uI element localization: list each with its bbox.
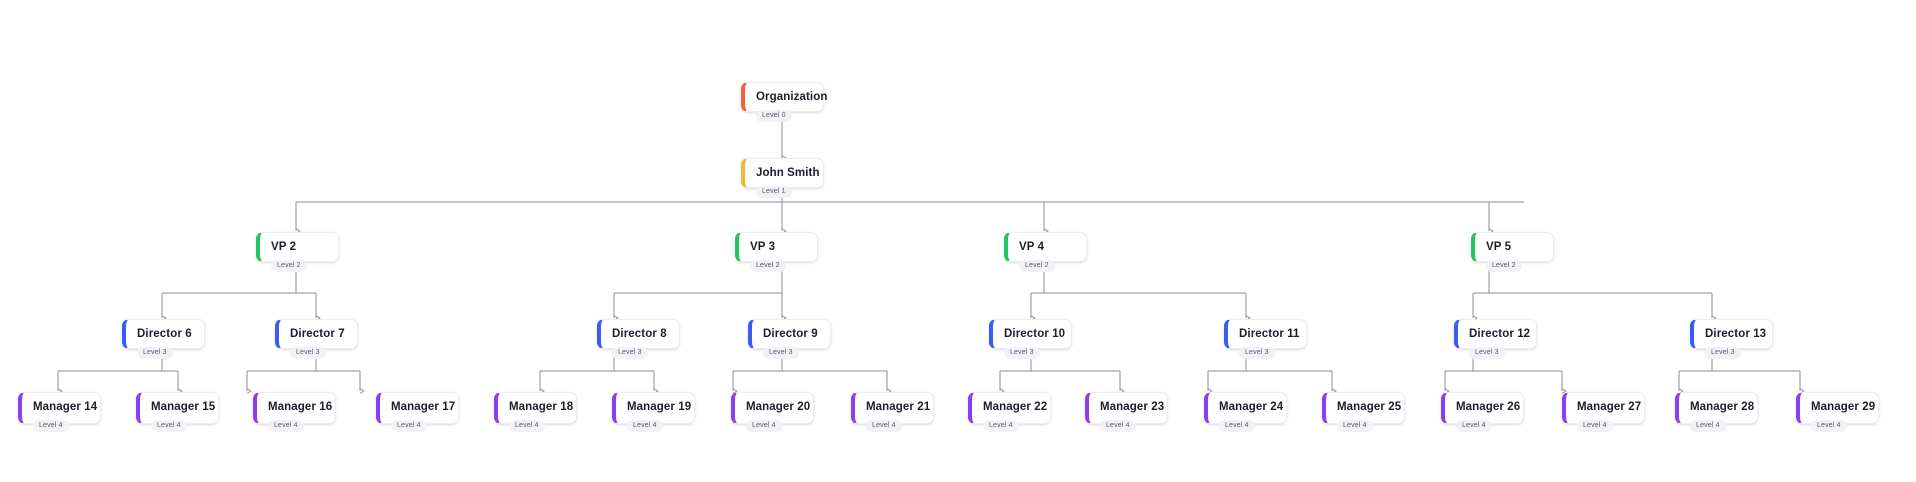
node-title: Manager 16 bbox=[268, 401, 333, 413]
org-node-manager-25[interactable]: Manager 25 Level 4 bbox=[1322, 392, 1405, 432]
node-level-badge: Level 2 bbox=[750, 260, 786, 272]
org-node-manager-15[interactable]: Manager 15 Level 4 bbox=[136, 392, 219, 432]
node-level-badge: Level 3 bbox=[1705, 347, 1741, 359]
node-title: Director 6 bbox=[137, 328, 192, 340]
node-title: Manager 25 bbox=[1337, 401, 1402, 413]
node-title: Director 9 bbox=[763, 328, 818, 340]
node-title: Organization bbox=[756, 91, 828, 103]
node-level-badge: Level 4 bbox=[983, 420, 1019, 432]
node-level-badge: Level 1 bbox=[756, 186, 792, 198]
org-node-manager-22[interactable]: Manager 22 Level 4 bbox=[968, 392, 1051, 432]
node-title: Manager 19 bbox=[627, 401, 692, 413]
node-level-badge: Level 4 bbox=[1337, 420, 1373, 432]
node-level-badge: Level 4 bbox=[391, 420, 427, 432]
node-title: Manager 26 bbox=[1456, 401, 1521, 413]
org-node-director-13[interactable]: Director 13 Level 3 bbox=[1690, 319, 1773, 359]
node-level-badge: Level 4 bbox=[268, 420, 304, 432]
node-level-badge: Level 4 bbox=[1690, 420, 1726, 432]
org-node-director-12[interactable]: Director 12 Level 3 bbox=[1454, 319, 1537, 359]
node-level-badge: Level 4 bbox=[33, 420, 69, 432]
node-title: VP 5 bbox=[1486, 241, 1512, 253]
node-level-badge: Level 4 bbox=[866, 420, 902, 432]
node-title: Manager 29 bbox=[1811, 401, 1876, 413]
node-title: Manager 18 bbox=[509, 401, 574, 413]
node-title: Director 12 bbox=[1469, 328, 1531, 340]
node-level-badge: Level 3 bbox=[612, 347, 648, 359]
org-node-manager-26[interactable]: Manager 26 Level 4 bbox=[1441, 392, 1524, 432]
org-node-manager-16[interactable]: Manager 16 Level 4 bbox=[253, 392, 336, 432]
node-level-badge: Level 4 bbox=[1219, 420, 1255, 432]
org-node-vp2[interactable]: VP 2 Level 2 bbox=[256, 232, 339, 272]
node-level-badge: Level 4 bbox=[627, 420, 663, 432]
node-level-badge: Level 4 bbox=[1811, 420, 1847, 432]
org-node-manager-23[interactable]: Manager 23 Level 4 bbox=[1085, 392, 1168, 432]
node-title: VP 3 bbox=[750, 241, 776, 253]
node-title: Director 8 bbox=[612, 328, 667, 340]
org-node-manager-14[interactable]: Manager 14 Level 4 bbox=[18, 392, 101, 432]
node-level-badge: Level 4 bbox=[1100, 420, 1136, 432]
node-title: VP 4 bbox=[1019, 241, 1045, 253]
node-level-badge: Level 0 bbox=[756, 110, 792, 122]
org-node-vp5[interactable]: VP 5 Level 2 bbox=[1471, 232, 1554, 272]
org-node-manager-19[interactable]: Manager 19 Level 4 bbox=[612, 392, 695, 432]
org-node-manager-17[interactable]: Manager 17 Level 4 bbox=[376, 392, 459, 432]
org-node-manager-29[interactable]: Manager 29 Level 4 bbox=[1796, 392, 1879, 432]
node-title: Manager 22 bbox=[983, 401, 1048, 413]
node-title: Manager 27 bbox=[1577, 401, 1642, 413]
org-node-manager-28[interactable]: Manager 28 Level 4 bbox=[1675, 392, 1758, 432]
node-title: VP 2 bbox=[271, 241, 297, 253]
org-node-director-8[interactable]: Director 8 Level 3 bbox=[597, 319, 680, 359]
org-node-director-9[interactable]: Director 9 Level 3 bbox=[748, 319, 831, 359]
node-title: John Smith bbox=[756, 167, 820, 179]
node-title: Director 7 bbox=[290, 328, 345, 340]
node-title: Manager 24 bbox=[1219, 401, 1284, 413]
org-node-manager-20[interactable]: Manager 20 Level 4 bbox=[731, 392, 814, 432]
org-node-root[interactable]: Organization Level 0 bbox=[741, 82, 828, 122]
node-level-badge: Level 3 bbox=[137, 347, 173, 359]
org-node-manager-18[interactable]: Manager 18 Level 4 bbox=[494, 392, 577, 432]
node-level-badge: Level 3 bbox=[1004, 347, 1040, 359]
node-level-badge: Level 4 bbox=[1577, 420, 1613, 432]
org-node-director-10[interactable]: Director 10 Level 3 bbox=[989, 319, 1072, 359]
org-node-vp3[interactable]: VP 3 Level 2 bbox=[735, 232, 818, 272]
node-level-badge: Level 3 bbox=[1469, 347, 1505, 359]
node-level-badge: Level 3 bbox=[1239, 347, 1275, 359]
node-level-badge: Level 2 bbox=[1019, 260, 1055, 272]
org-node-vp4[interactable]: VP 4 Level 2 bbox=[1004, 232, 1087, 272]
node-level-badge: Level 4 bbox=[746, 420, 782, 432]
node-title: Manager 17 bbox=[391, 401, 456, 413]
org-node-manager-24[interactable]: Manager 24 Level 4 bbox=[1204, 392, 1287, 432]
node-title: Director 10 bbox=[1004, 328, 1066, 340]
node-level-badge: Level 4 bbox=[509, 420, 545, 432]
org-node-director-6[interactable]: Director 6 Level 3 bbox=[122, 319, 205, 359]
org-node-director-7[interactable]: Director 7 Level 3 bbox=[275, 319, 358, 359]
node-title: Manager 14 bbox=[33, 401, 98, 413]
node-level-badge: Level 4 bbox=[151, 420, 187, 432]
node-level-badge: Level 2 bbox=[271, 260, 307, 272]
org-node-ceo[interactable]: John Smith Level 1 bbox=[741, 158, 824, 198]
org-node-manager-27[interactable]: Manager 27 Level 4 bbox=[1562, 392, 1645, 432]
org-node-director-11[interactable]: Director 11 Level 3 bbox=[1224, 319, 1307, 359]
node-title: Director 11 bbox=[1239, 328, 1300, 340]
node-level-badge: Level 4 bbox=[1456, 420, 1492, 432]
node-title: Director 13 bbox=[1705, 328, 1767, 340]
node-level-badge: Level 3 bbox=[290, 347, 326, 359]
node-title: Manager 28 bbox=[1690, 401, 1755, 413]
node-level-badge: Level 3 bbox=[763, 347, 799, 359]
org-node-manager-21[interactable]: Manager 21 Level 4 bbox=[851, 392, 934, 432]
node-title: Manager 23 bbox=[1100, 401, 1165, 413]
node-title: Manager 21 bbox=[866, 401, 931, 413]
node-level-badge: Level 2 bbox=[1486, 260, 1522, 272]
node-title: Manager 15 bbox=[151, 401, 216, 413]
node-title: Manager 20 bbox=[746, 401, 811, 413]
